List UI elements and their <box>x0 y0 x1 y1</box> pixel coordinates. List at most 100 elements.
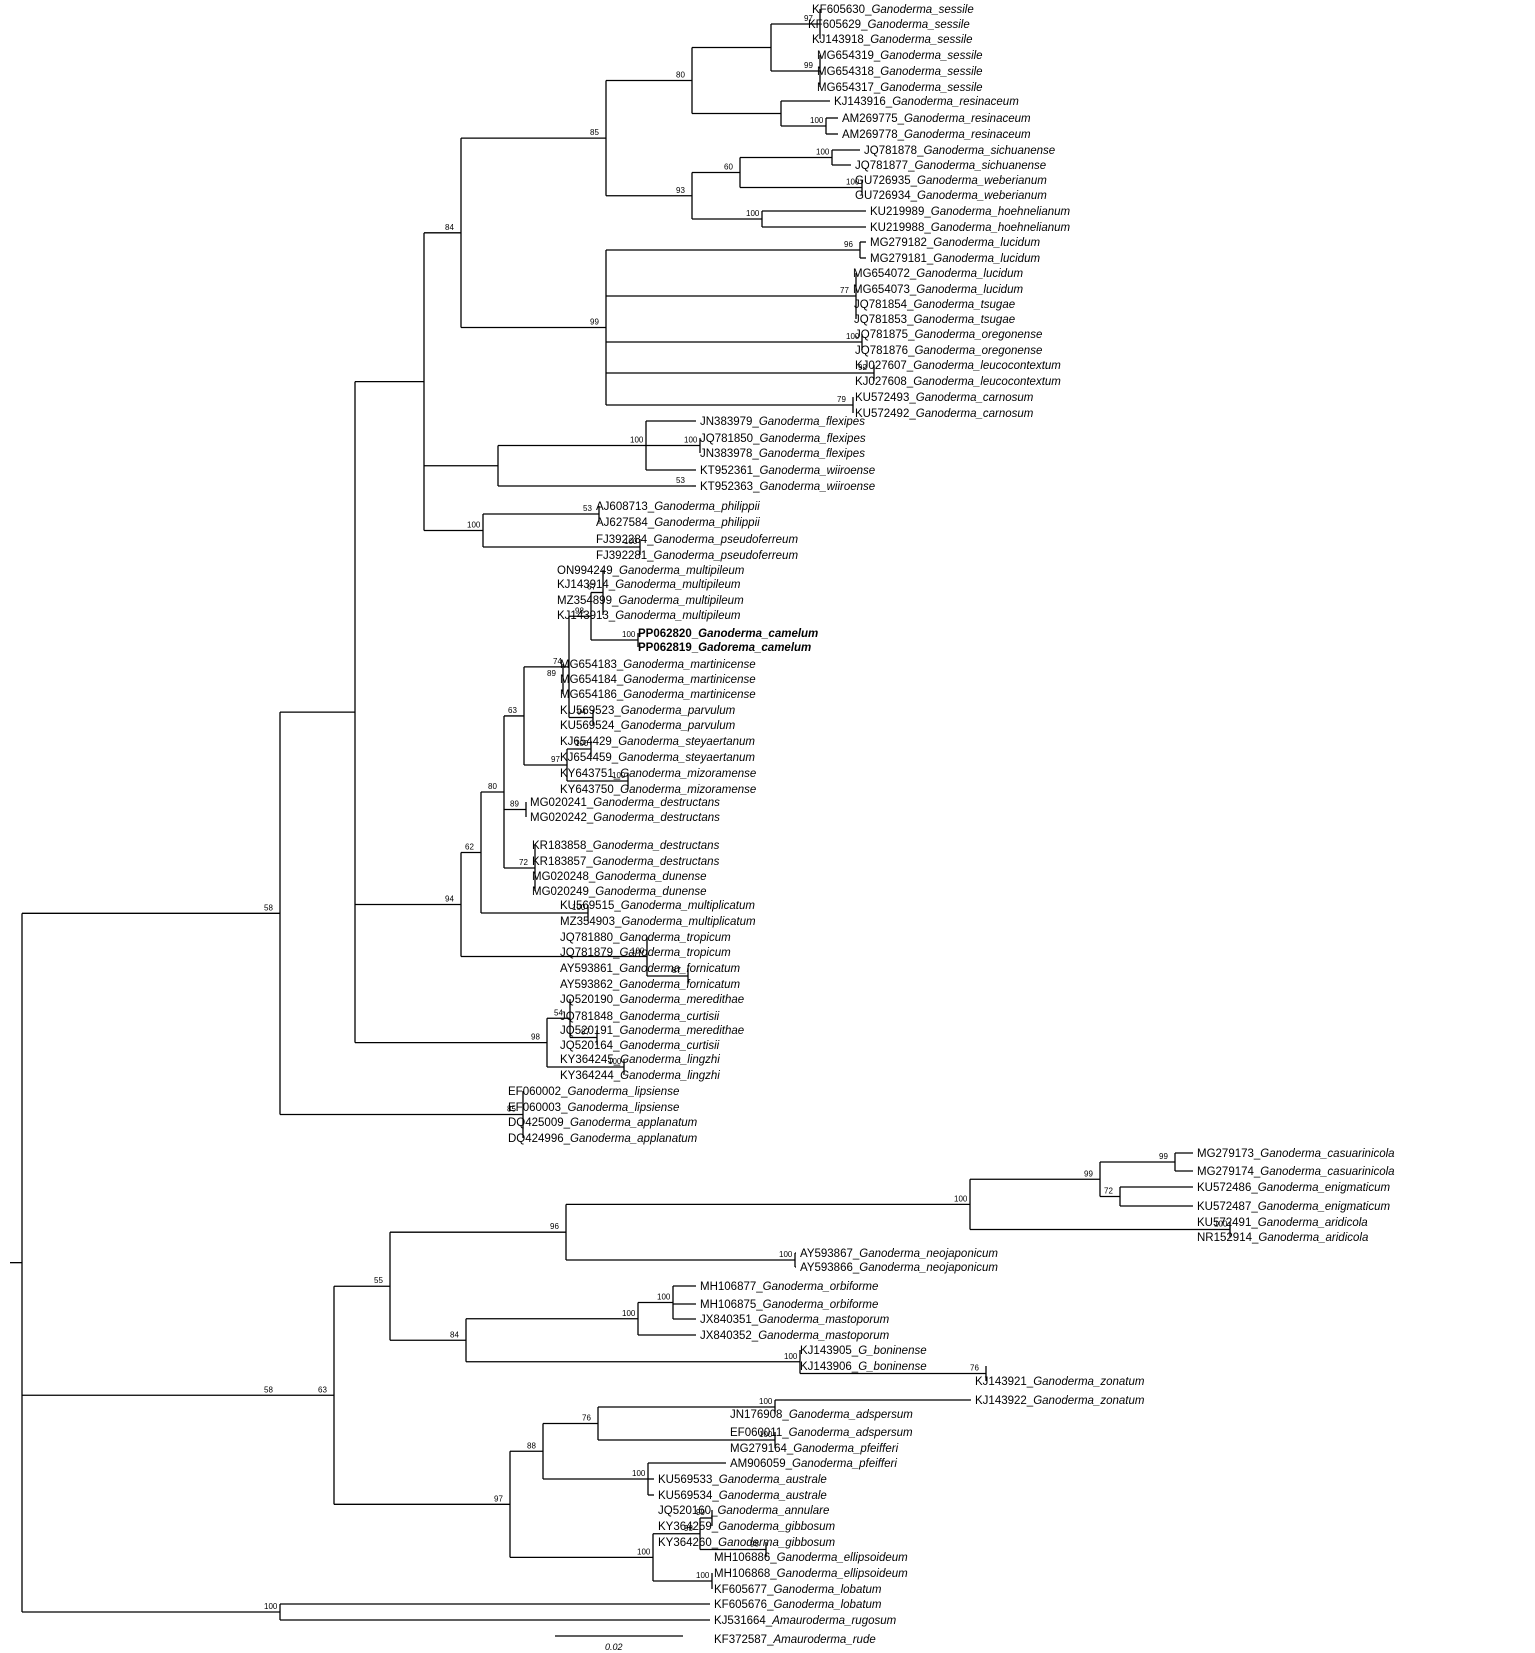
accession-number: AJ608713_ <box>596 501 655 513</box>
leaf-label: MH106877_Ganoderma_orbiforme <box>700 1281 878 1293</box>
leaf-label: MG654318_Ganoderma_sessile <box>817 66 983 78</box>
species-name: Ganoderma_gibbosum <box>718 1521 835 1533</box>
leaf-label: AM269778_Ganoderma_resinaceum <box>842 129 1031 141</box>
species-name: Ganoderma_sessile <box>880 66 982 78</box>
bootstrap-value: 100 <box>657 1293 671 1302</box>
species-name: Ganoderma_ellipsoideum <box>777 1552 908 1564</box>
species-name: Ganoderma_applanatum <box>570 1133 698 1145</box>
leaf-label: MG654186_Ganoderma_martinicense <box>560 689 756 701</box>
bootstrap-value: 100 <box>622 630 636 639</box>
leaf-label: JQ781876_Ganoderma_oregonense <box>855 345 1042 357</box>
species-name: Ganoderma_oregonense <box>914 329 1042 341</box>
accession-number: JQ781877_ <box>855 160 915 172</box>
accession-number: MG654318_ <box>817 66 881 78</box>
accession-number: KR183858_ <box>532 840 593 852</box>
species-name: Ganoderma_destructans <box>593 856 720 868</box>
leaf-label: KJ143921_Ganoderma_zonatum <box>975 1376 1145 1388</box>
bootstrap-value: 55 <box>374 1276 383 1285</box>
bootstrap-value: 100 <box>264 1602 278 1611</box>
species-name: Ganoderma_sessile <box>871 4 973 16</box>
bootstrap-value: 72 <box>519 858 528 867</box>
accession-number: KU219989_ <box>870 206 931 218</box>
bootstrap-value: 53 <box>676 476 685 485</box>
species-name: Ganoderma_lucidum <box>916 268 1023 280</box>
leaf-label: MG654073_Ganoderma_lucidum <box>853 284 1023 296</box>
accession-number: MG654184_ <box>560 674 624 686</box>
accession-number: KJ143921_ <box>975 1376 1034 1388</box>
bootstrap-value: 98 <box>531 1033 540 1042</box>
bootstrap-value: 100 <box>816 148 830 157</box>
accession-number: KJ143918_ <box>812 34 871 46</box>
species-name: Ganoderma_carnosum <box>916 408 1034 420</box>
species-name: Ganoderma_mastoporum <box>758 1330 889 1342</box>
leaf-label: KU569524_Ganoderma_parvulum <box>560 720 736 732</box>
leaf-label: JX840351_Ganoderma_mastoporum <box>700 1314 890 1326</box>
accession-number: KY364244_ <box>560 1070 621 1082</box>
bootstrap-value: 62 <box>465 842 474 851</box>
bootstrap-value: 96 <box>844 240 853 249</box>
species-name: Ganoderma_sessile <box>880 82 982 94</box>
leaf-label: EF060003_Ganoderma_lipsiense <box>508 1102 679 1114</box>
accession-number: JQ781853_ <box>854 314 914 326</box>
accession-number: JN383978_ <box>700 448 759 460</box>
accession-number: KJ027607_ <box>855 360 914 372</box>
species-name: Ganoderma_martinicense <box>623 659 755 671</box>
leaf-label: KJ143918_Ganoderma_sessile <box>812 34 972 46</box>
species-name: Ganoderma_lipsiense <box>567 1086 679 1098</box>
leaf-label: KF372587_Amauroderma_rude <box>714 1634 876 1646</box>
bootstrap-value: 89 <box>547 669 556 678</box>
species-name: Ganoderma_mizoramense <box>620 784 756 796</box>
leaf-label: MG654317_Ganoderma_sessile <box>817 82 983 94</box>
accession-number: EF060002_ <box>508 1086 568 1098</box>
leaf-label: KJ143916_Ganoderma_resinaceum <box>834 96 1019 108</box>
species-name: Ganoderma_mastoporum <box>758 1314 889 1326</box>
bootstrap-value: 89 <box>510 800 519 809</box>
species-name: Ganoderma_lobatum <box>773 1584 881 1596</box>
species-name: Ganoderma_annulare <box>717 1505 829 1517</box>
leaf-label: JQ520191_Ganoderma_meredithae <box>560 1025 744 1037</box>
leaf-label: KT952363_Ganoderma_wiiroense <box>700 481 875 493</box>
accession-number: AM269775_ <box>842 113 905 125</box>
bootstrap-value: 100 <box>1214 1220 1228 1229</box>
bootstrap-value: 63 <box>508 706 517 715</box>
species-name: Ganoderma_pfeifferi <box>792 1458 897 1470</box>
species-name: Ganoderma_tropicum <box>619 932 731 944</box>
accession-number: KF372587_ <box>714 1634 774 1646</box>
species-name: Ganoderma_steyaertanum <box>618 752 755 764</box>
leaf-label: AM906059_Ganoderma_pfeifferi <box>730 1458 897 1470</box>
leaf-label: MG654072_Ganoderma_lucidum <box>853 268 1023 280</box>
bootstrap-value: 100 <box>954 1194 968 1203</box>
accession-number: MG279174_ <box>1197 1166 1261 1178</box>
bootstrap-value: 97 <box>804 14 813 23</box>
bootstrap-value: 100 <box>637 1547 651 1556</box>
accession-number: MG654317_ <box>817 82 881 94</box>
bootstrap-value: 88 <box>527 1441 536 1450</box>
leaf-label: KJ143914_Ganoderma_multipileum <box>557 579 741 591</box>
species-name: Ganoderma_fornicatum <box>619 979 740 991</box>
bootstrap-value: 97 <box>494 1494 503 1503</box>
bootstrap-value: 87 <box>672 966 681 975</box>
accession-number: MZ354903_ <box>560 916 622 928</box>
species-name: Ganoderma_multiplicatum <box>621 916 756 928</box>
bootstrap-value: 99 <box>1159 1152 1168 1161</box>
leaf-label: JQ781850_Ganoderma_flexipes <box>700 433 866 445</box>
leaf-label: DQ425009_Ganoderma_applanatum <box>508 1117 698 1129</box>
species-name: Ganoderma_casuarinicola <box>1260 1166 1394 1178</box>
accession-number: KY643751_ <box>560 768 621 780</box>
accession-number: KR183857_ <box>532 856 593 868</box>
species-name: Ganoderma_multipileum <box>615 579 741 591</box>
leaf-label: KU572487_Ganoderma_enigmaticum <box>1197 1201 1390 1213</box>
species-name: Ganoderma_sessile <box>870 34 972 46</box>
accession-number: MG020248_ <box>532 871 596 883</box>
species-name: Ganoderma_weberianum <box>917 175 1047 187</box>
accession-number: GU726935_ <box>855 175 918 187</box>
accession-number: MG279173_ <box>1197 1148 1261 1160</box>
leaf-label: JQ520190_Ganoderma_meredithae <box>560 994 744 1006</box>
species-name: Ganoderma_flexipes <box>759 433 865 445</box>
species-name: Ganoderma_meredithae <box>619 1025 744 1037</box>
accession-number: KU572487_ <box>1197 1201 1258 1213</box>
species-name: Ganoderma_pfeifferi <box>793 1443 898 1455</box>
bootstrap-value: 80 <box>488 782 497 791</box>
species-name: Ganoderma_gibbosum <box>718 1537 835 1549</box>
